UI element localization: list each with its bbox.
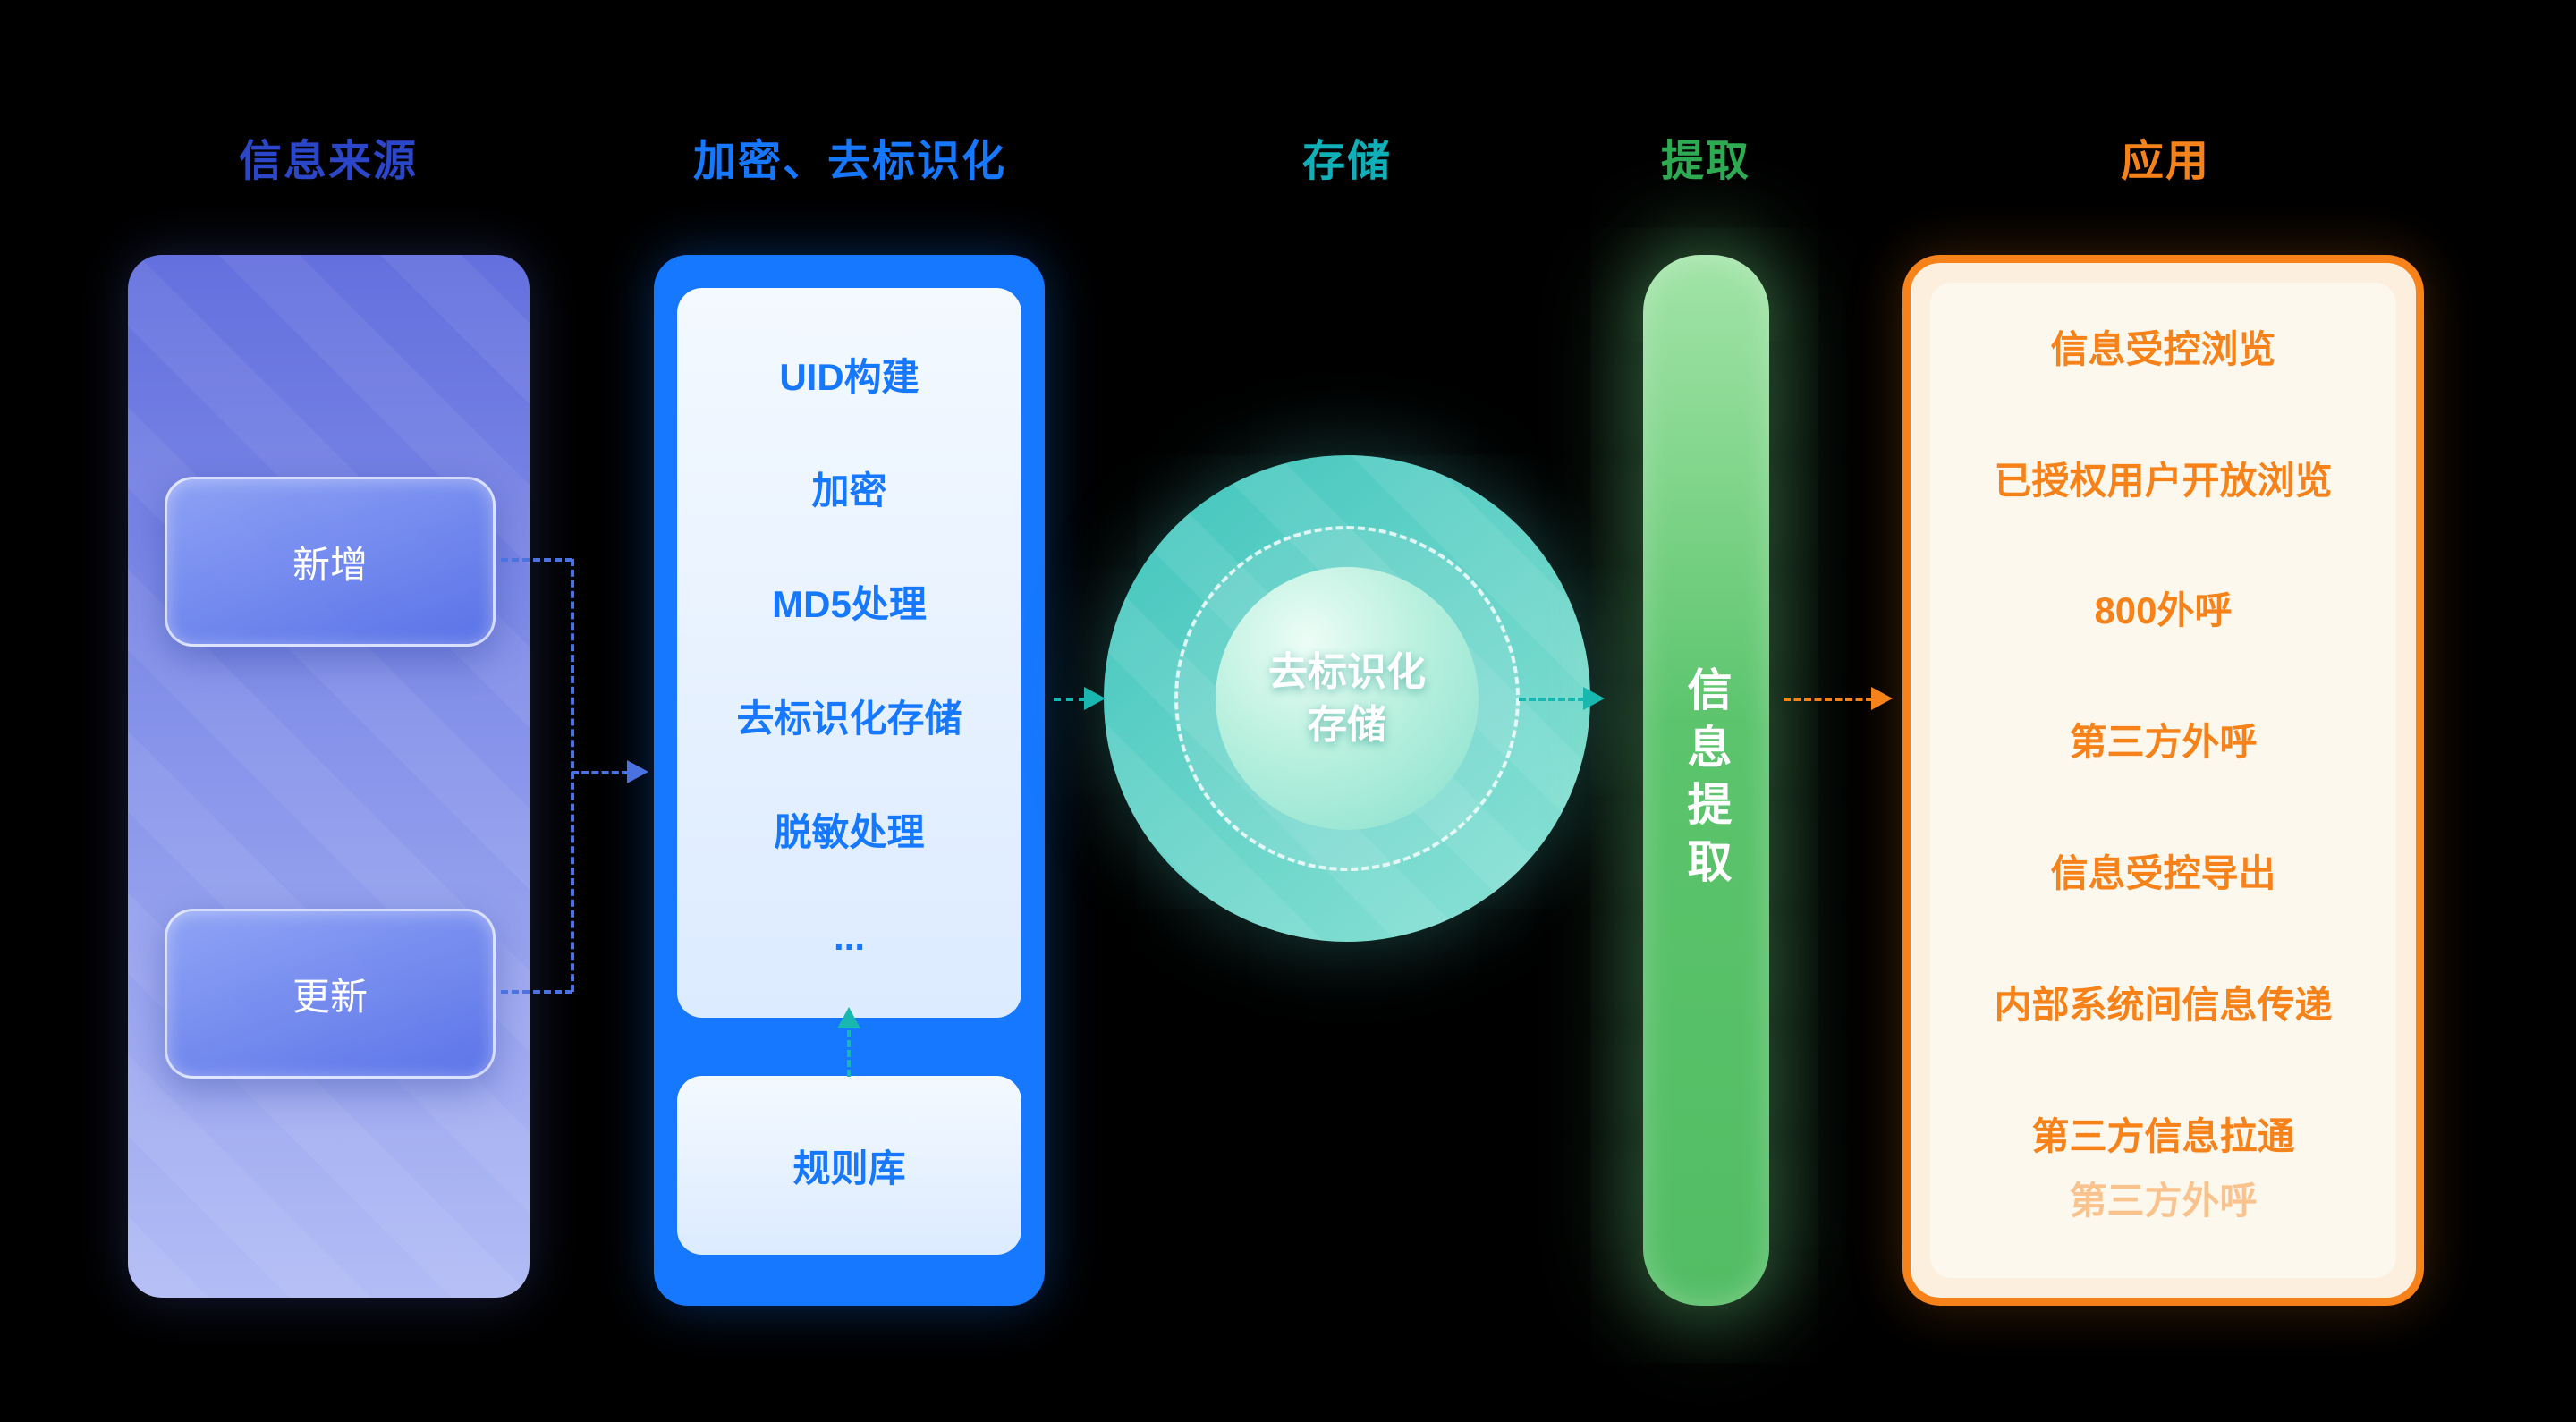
app-item: 第三方信息拉通: [2031, 1115, 2295, 1157]
column-header-app: 应用: [2120, 138, 2211, 185]
encrypt-panel: UID构建 加密 MD5处理 去标识化存储 脱敏处理 ... 规则库: [654, 255, 1045, 1306]
column-header-encrypt: 加密、去标识化: [692, 138, 1007, 185]
column-header-storage: 存储: [1301, 138, 1393, 185]
connector-update-horizontal: [501, 990, 572, 994]
storage-label-line2: 存储: [1308, 703, 1386, 747]
connector-encrypt-storage: [1054, 698, 1086, 701]
encrypt-step-ellipsis: ...: [833, 915, 865, 958]
app-item: 信息受控导出: [2050, 852, 2276, 894]
column-header-source: 信息来源: [238, 138, 419, 185]
connector-to-encrypt: [572, 771, 629, 774]
arrow-encrypt-storage-icon: [1084, 687, 1106, 710]
storage-label-line1: 去标识化: [1268, 649, 1426, 694]
app-item: 800外呼: [2094, 589, 2233, 631]
encrypt-step: 加密: [811, 470, 887, 512]
arrow-rulebox-up-icon: [837, 1007, 860, 1028]
connector-add-horizontal: [501, 558, 572, 562]
encrypt-step: UID构建: [779, 356, 919, 399]
column-header-extract: 提取: [1660, 138, 1751, 185]
arrow-extract-app-icon: [1871, 687, 1893, 710]
extract-bar: 信息提取: [1643, 255, 1769, 1306]
app-item: 第三方外呼: [2069, 721, 2258, 763]
arrow-storage-extract-icon: [1583, 687, 1605, 710]
app-panel: 信息受控浏览 已授权用户开放浏览 800外呼 第三方外呼 信息受控导出 内部系统…: [1902, 255, 2424, 1306]
connector-merge-vertical: [571, 559, 574, 992]
encrypt-step: 去标识化存储: [736, 697, 962, 740]
connector-storage-extract: [1519, 698, 1585, 701]
app-item: 内部系统间信息传递: [1994, 984, 2333, 1026]
extract-label: 信息提取: [1681, 665, 1732, 895]
app-item: 已授权用户开放浏览: [1994, 460, 2333, 502]
source-item-update: 更新: [165, 909, 496, 1079]
app-item: 信息受控浏览: [2050, 328, 2276, 370]
app-list: 信息受控浏览 已授权用户开放浏览 800外呼 第三方外呼 信息受控导出 内部系统…: [1930, 283, 2396, 1278]
connector-extract-app: [1784, 698, 1873, 701]
connector-rulebox-up: [847, 1030, 851, 1077]
source-item-add: 新增: [165, 477, 496, 647]
storage-circle-core: 去标识化 存储: [1216, 567, 1479, 830]
encrypt-step: 脱敏处理: [774, 810, 925, 853]
source-panel: 新增 更新: [128, 255, 530, 1298]
app-item-faded: 第三方外呼: [2069, 1180, 2258, 1222]
rule-library-box: 规则库: [677, 1076, 1021, 1255]
encrypt-step: MD5处理: [772, 583, 927, 626]
arrow-to-encrypt-icon: [627, 760, 648, 783]
encrypt-steps-list: UID构建 加密 MD5处理 去标识化存储 脱敏处理 ...: [677, 288, 1021, 1018]
